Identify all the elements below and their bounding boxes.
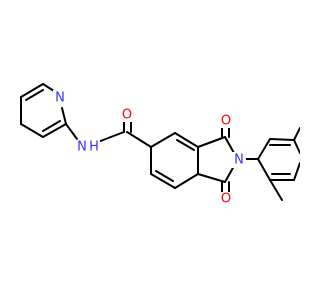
bond [20, 83, 44, 98]
bond [42, 123, 67, 138]
bond [150, 132, 176, 148]
atom-label: N [77, 140, 87, 155]
atom-o-amide: O [120, 108, 134, 123]
bond [25, 89, 44, 101]
bond [224, 136, 235, 154]
atom-n-imide: N [232, 152, 246, 168]
atom-n-pyridine: N [53, 90, 67, 106]
bond [293, 139, 300, 154]
bond [61, 107, 67, 125]
bond [257, 138, 271, 160]
bond [150, 173, 176, 189]
bond [197, 173, 226, 183]
atom-label: O [221, 114, 231, 129]
bond [224, 165, 235, 183]
atom-nh-amide: N H [76, 140, 100, 156]
atom-label: N [55, 91, 65, 106]
bond [257, 158, 271, 181]
bond [126, 131, 152, 148]
atom-label: O [122, 108, 132, 123]
bond [293, 127, 300, 141]
bond [155, 170, 174, 182]
bond [174, 132, 199, 148]
atom-label: O [221, 192, 231, 207]
atom-label: N [234, 153, 244, 168]
bond [269, 138, 295, 141]
atom-label: H [89, 140, 99, 155]
bond [293, 162, 300, 181]
bond [42, 120, 61, 132]
bond [269, 179, 283, 201]
bond [42, 83, 55, 92]
atom-o-imide-top: O [219, 114, 233, 129]
bond [176, 139, 195, 151]
molecule-structure: O N H N O N O [20, 83, 300, 207]
atom-o-imide-bottom: O [219, 192, 233, 207]
bonds [20, 83, 300, 201]
bond [174, 173, 199, 189]
bond [20, 123, 44, 138]
bond [65, 123, 78, 140]
bond [197, 136, 226, 148]
atom-labels: O N H N O N O [53, 90, 246, 207]
